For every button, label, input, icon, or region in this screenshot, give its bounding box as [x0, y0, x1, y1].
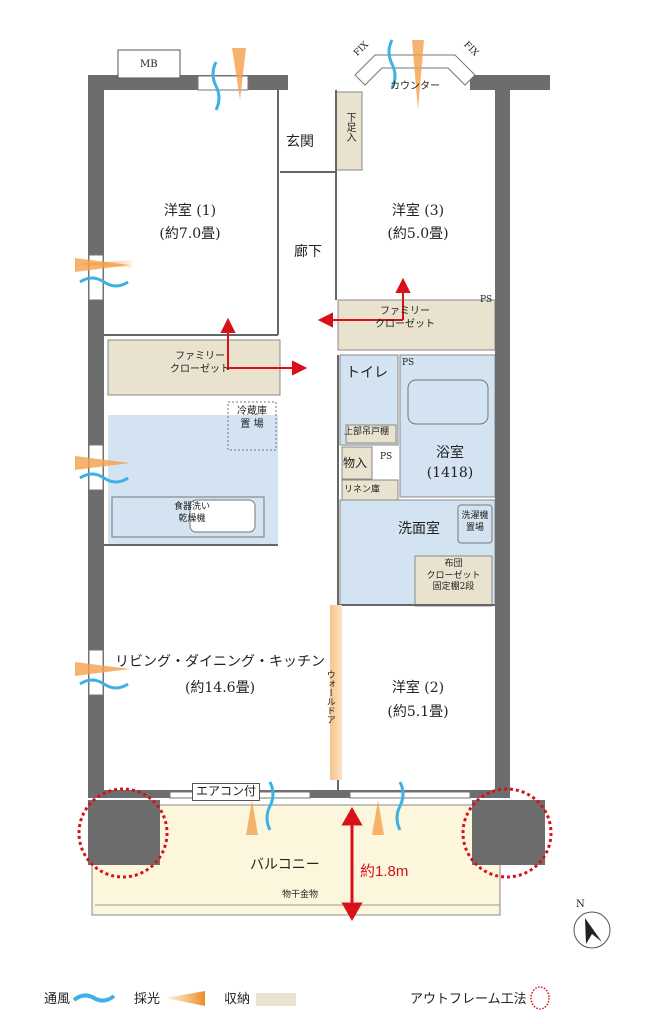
genkan-label: 玄関: [286, 134, 314, 150]
counter-label: カウンター: [390, 81, 440, 92]
ps-label-2: PS: [402, 358, 415, 368]
western2-name: 洋室 (2): [391, 680, 445, 696]
storage-closet: [341, 446, 373, 480]
ps-label-1: PS: [480, 295, 493, 305]
legend-outframe-icon: [530, 986, 550, 1010]
toilet-label: トイレ: [346, 365, 388, 381]
corridor-label: 廊下: [294, 244, 322, 260]
bath-name: 浴室: [436, 445, 464, 461]
bath-size: (1418): [426, 465, 474, 481]
linen-closet: [341, 479, 399, 501]
western1-name: 洋室 (1): [163, 203, 217, 219]
outframe-column-right: [472, 800, 545, 865]
wall-door-label: ウォールドア: [324, 670, 335, 724]
legend-wind-icon: [72, 993, 116, 1003]
legend-outframe: アウトフレーム工法: [410, 992, 527, 1007]
legend-storage-swatch: [256, 993, 296, 1006]
ps-label-3: PS: [380, 452, 393, 462]
compass-icon: [573, 911, 611, 949]
ldk-size: (約14.6畳): [184, 680, 256, 696]
legend-storage: 収納: [224, 992, 251, 1007]
wall-door[interactable]: [330, 605, 342, 780]
mb-label: MB: [140, 59, 158, 70]
bath-area: [399, 354, 496, 498]
storage-label: 物入: [343, 456, 368, 470]
fridge-space-label: 冷蔵庫 置 場: [237, 406, 267, 430]
futon-closet: [414, 555, 493, 607]
western2-size: (約5.1畳): [387, 704, 449, 720]
aircon-label: エアコン付: [192, 783, 261, 801]
balcony-label: バルコニー: [250, 857, 320, 873]
balcony-depth-label: 約1.8m: [360, 863, 409, 880]
futon-closet-label: 布団 クローゼット 固定棚2段: [426, 559, 481, 593]
shoe-storage-label: 下足入: [344, 112, 355, 142]
family-closet3-label: ファミリー クローゼット: [375, 306, 435, 330]
legend-light-icon: [165, 991, 205, 1006]
outframe-column-left: [88, 800, 160, 865]
washroom-label: 洗面室: [398, 521, 440, 537]
western1-size: (約7.0畳): [159, 226, 221, 242]
legend-ventilation: 通風: [44, 992, 71, 1007]
western3-name: 洋室 (3): [391, 203, 445, 219]
western3-size: (約5.0畳): [387, 226, 449, 242]
shoe-storage: [335, 91, 363, 171]
ldk-name: リビング・ダイニング・キッチン: [115, 654, 325, 670]
family-closet-3: [337, 299, 496, 351]
ventilation-icons: [79, 39, 405, 831]
outframe-marker-right: [461, 787, 553, 879]
upper-shelf-label: 上部吊戸棚: [344, 427, 390, 437]
family-closet1-label: ファミリー クローゼット: [170, 351, 230, 375]
daylight-icons: [75, 40, 424, 835]
drying-rack-label: 物干金物: [282, 890, 319, 900]
balcony-depth-arrow: [341, 806, 363, 922]
outframe-marker-left: [77, 787, 169, 879]
circulation-arrows: [220, 277, 411, 376]
legend-daylight: 採光: [134, 992, 161, 1007]
washer-space-label: 洗濯機 置場: [461, 511, 489, 533]
compass-north-label: N: [576, 899, 585, 910]
linen-label: リネン庫: [344, 485, 381, 495]
dishwasher-label: 食器洗い 乾燥機: [173, 502, 210, 524]
